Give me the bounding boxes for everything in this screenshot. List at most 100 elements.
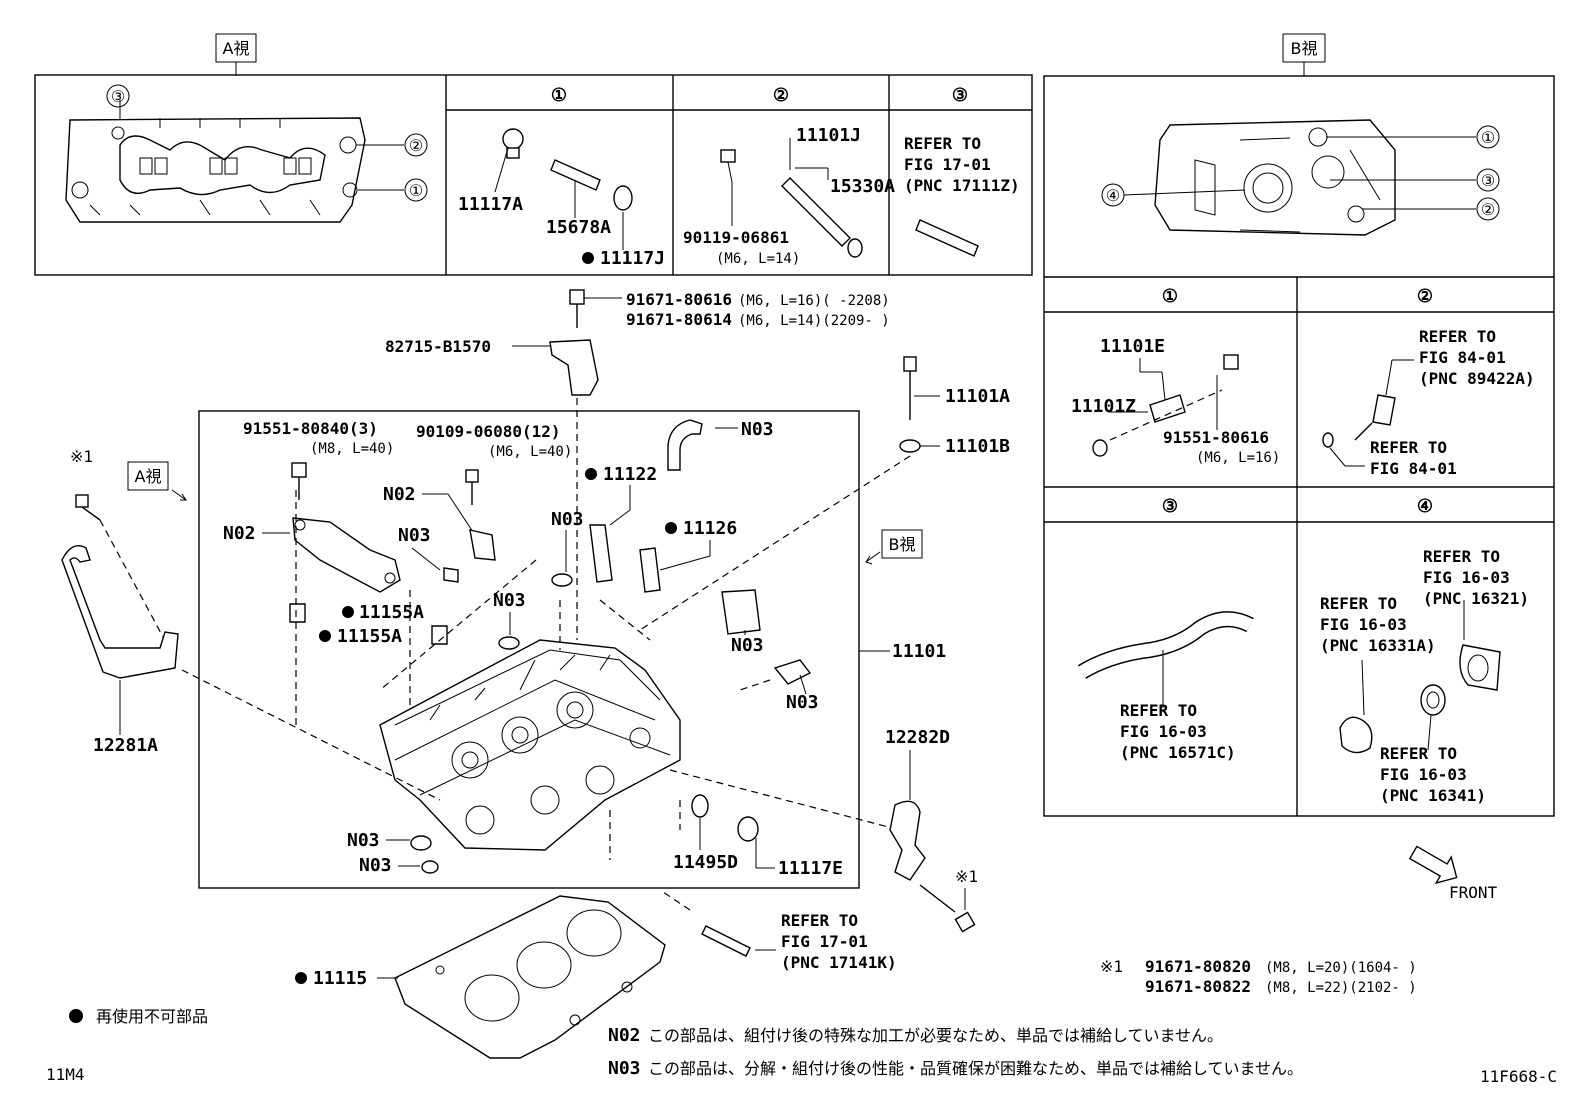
- part-11495d: 11495D: [673, 852, 738, 873]
- panel-a-sub2-drawing: [720, 138, 863, 258]
- ref-mark-1: ※1: [70, 447, 93, 466]
- label-n03-g: N03: [347, 830, 380, 851]
- sub4-b-l2: FIG 16-03: [1320, 615, 1407, 634]
- front-label: FRONT: [1449, 883, 1498, 902]
- footnote-spec-2: (M8, L=22)(2102- ): [1265, 980, 1417, 996]
- stud-drawing: [915, 219, 979, 257]
- label-n03-a: N03: [398, 525, 431, 546]
- callout-1-a: ①: [358, 178, 428, 202]
- part-11155a-2: 11155A: [337, 626, 402, 647]
- label-n03-e: N03: [731, 635, 764, 656]
- label-n02-upper: N02: [383, 484, 416, 505]
- bolt-90109-06080: 90109-06080(12): [416, 422, 561, 441]
- bolt-91671-80614: 91671-80614: [626, 310, 732, 329]
- sub2-r2-l2: FIG 84-01: [1370, 459, 1457, 478]
- tube-11126: [639, 547, 661, 593]
- ref-mark-2: ※1: [955, 867, 978, 886]
- oxygen-sensor-drawing: [1322, 359, 1414, 467]
- legend-n03-text: この部品は、分解・組付け後の性能・品質確保が困難なため、単品では補給していません…: [648, 1059, 1303, 1078]
- cylinder-head-11101-drawing: [379, 639, 681, 851]
- sub4-a-l3: (PNC 16321): [1423, 589, 1529, 608]
- label-n03-f: N03: [786, 692, 819, 713]
- bolt-91671-80616: 91671-80616: [626, 290, 732, 309]
- panel-a-sub3-header: ③: [952, 85, 968, 106]
- part-12281a: 12281A: [93, 735, 158, 756]
- callout-2-b-label: ②: [1481, 200, 1495, 219]
- panel-a-sub1-header: ①: [551, 85, 567, 106]
- camshaft-cap-n02: [292, 517, 401, 593]
- bracket-82715: [549, 339, 599, 396]
- sub2-r1-l3: (PNC 89422A): [1419, 369, 1535, 388]
- a-view-indicator: A視: [135, 467, 162, 486]
- panel-a-frame: [34, 74, 1033, 276]
- stud-17141k: [701, 925, 751, 957]
- bracket-12281a: [61, 545, 179, 679]
- bolt-91551-spec: (M8, L=40): [310, 441, 394, 457]
- callout-3-b: ③: [1330, 168, 1500, 192]
- callout-1-b: ①: [1326, 125, 1500, 149]
- callout-1-b-label: ①: [1481, 128, 1495, 147]
- bolt-11101a: [903, 356, 917, 372]
- sub3-refer-l1: REFER TO: [904, 134, 981, 153]
- sub3-b-refer-l3: (PNC 16571C): [1120, 743, 1236, 762]
- callout-2-b: ②: [1362, 197, 1500, 221]
- part-11115: 11115: [313, 968, 367, 989]
- part-15330a: 15330A: [830, 176, 895, 197]
- part-91551-80616: 91551-80616: [1163, 428, 1269, 447]
- footnote-spec-1: (M8, L=20)(1604- ): [1265, 960, 1417, 976]
- part-15678a: 15678A: [546, 217, 611, 238]
- part-11101a: 11101A: [945, 386, 1010, 407]
- sub3-b-refer-l2: FIG 16-03: [1120, 722, 1207, 741]
- part-11117j: 11117J: [600, 248, 665, 269]
- label-n03-h: N03: [359, 855, 392, 876]
- sub4-a-l2: FIG 16-03: [1423, 568, 1510, 587]
- pipe-n03-mid: [721, 589, 761, 635]
- panel-b-sub1-header: ①: [1162, 286, 1178, 307]
- pipe-n03-top: [667, 419, 703, 471]
- sub4-a-l1: REFER TO: [1423, 547, 1500, 566]
- legend: 再使用不可部品 N02 この部品は、組付け後の特殊な加工が必要なため、単品では補…: [69, 1007, 1303, 1079]
- part-11101: 11101: [892, 641, 946, 662]
- sub4-c-l2: FIG 16-03: [1380, 765, 1467, 784]
- callout-3-label: ③: [111, 87, 125, 106]
- label-n02-main: N02: [223, 523, 256, 544]
- bolt-ref1-lower: [954, 911, 976, 933]
- part-11101j: 11101J: [796, 125, 861, 146]
- head-gasket-11115-drawing: [394, 895, 666, 1059]
- part-90119-spec: (M6, L=14): [716, 251, 800, 267]
- washer-11101b: [899, 439, 921, 453]
- callout-2-a: ②: [356, 133, 428, 157]
- non-reusable-dot: [582, 252, 594, 264]
- thermostat-drawing: [1339, 600, 1501, 754]
- part-11101b: 11101B: [945, 436, 1010, 457]
- tube-11122: [589, 524, 613, 583]
- b-view-tag: B視: [1291, 39, 1318, 58]
- part-11101z: 11101Z: [1071, 396, 1136, 417]
- sub3-refer-l2: FIG 17-01: [904, 155, 991, 174]
- sensor-drawing: [1092, 354, 1239, 457]
- panel-b-frame: [1043, 75, 1555, 817]
- legend-n02-text: この部品は、組付け後の特殊な加工が必要なため、単品では補給していません。: [648, 1026, 1223, 1045]
- part-11155a-1: 11155A: [359, 602, 424, 623]
- legend-n02-code: N02: [608, 1025, 641, 1046]
- footnote-part-2: 91671-80822: [1145, 977, 1251, 996]
- callout-3-b-label: ③: [1481, 171, 1495, 190]
- label-n03-c: N03: [741, 419, 774, 440]
- b-view-indicator: B視: [889, 535, 916, 554]
- legend-dot: [69, 1009, 83, 1023]
- refer-17141k-l1: REFER TO: [781, 911, 858, 930]
- panel-b-sub3-header: ③: [1162, 496, 1178, 517]
- refer-17141k-l2: FIG 17-01: [781, 932, 868, 951]
- panel-a-sub1-drawing: [494, 128, 633, 250]
- footnote: ※1 91671-80820 (M8, L=20)(1604- ) 91671-…: [1100, 957, 1417, 996]
- part-11117a-sub: 11117A: [458, 194, 523, 215]
- callout-1-label: ①: [409, 181, 423, 200]
- panel-b-view: B視 ① ② ③ ④ ④ ①: [1043, 33, 1555, 902]
- part-11117e: 11117E: [778, 858, 843, 879]
- panel-b-sub4-header: ④: [1417, 496, 1433, 517]
- part-91551-80616-spec: (M6, L=16): [1196, 450, 1280, 466]
- callout-3-a: ③: [106, 84, 130, 108]
- callout-2-label: ②: [409, 136, 423, 155]
- cam-cap-small: [469, 529, 496, 561]
- a-view-indicator-box: [127, 461, 169, 491]
